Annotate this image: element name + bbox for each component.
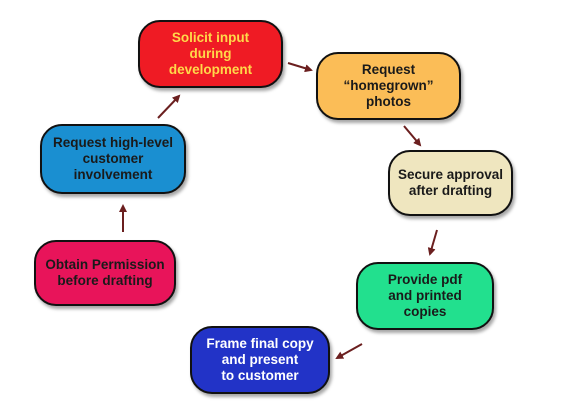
arrow-involve-to-solicit [157, 94, 181, 119]
node-line: development [168, 62, 253, 77]
node-line: during [189, 46, 232, 61]
node-label: Provide pdf and printed copies [388, 272, 462, 320]
node-provide-copies: Provide pdf and printed copies [356, 262, 494, 330]
node-line: Secure approval [397, 167, 504, 182]
node-request-photos: Request “homegrown” photos [316, 52, 461, 120]
node-line: copies [403, 304, 447, 319]
node-line: Solicit input [171, 30, 250, 45]
node-label: Secure approval after drafting [398, 167, 503, 199]
arrow-provide-to-frame [335, 343, 363, 359]
node-label: Frame final copy and present to customer [206, 336, 313, 384]
arrow-solicit-to-photos [287, 62, 313, 73]
node-line: involvement [73, 167, 153, 182]
node-line: photos [366, 94, 411, 109]
node-label: Request “homegrown” photos [344, 62, 434, 110]
node-label: Solicit input during development [169, 30, 252, 78]
node-line: Obtain Permission [45, 257, 165, 272]
node-line: Frame final copy [206, 336, 314, 351]
node-label: Request high-level customer involvement [53, 135, 173, 183]
node-secure-approval: Secure approval after drafting [388, 150, 513, 216]
node-line: Request [361, 62, 416, 77]
node-frame-final-copy: Frame final copy and present to customer [190, 326, 330, 394]
node-solicit-input: Solicit input during development [138, 20, 283, 88]
arrow-photos-to-secure [403, 125, 422, 147]
node-line: after drafting [408, 183, 493, 198]
node-line: “homegrown” [343, 78, 434, 93]
node-line: and present [221, 352, 299, 367]
node-line: and printed [388, 288, 462, 303]
node-line: before drafting [57, 273, 153, 288]
node-line: to customer [221, 368, 299, 383]
node-obtain-permission: Obtain Permission before drafting [34, 240, 176, 306]
node-line: Provide pdf [387, 272, 463, 287]
node-line: Request high-level [52, 135, 174, 150]
node-line: customer [82, 151, 144, 166]
node-customer-involvement: Request high-level customer involvement [40, 124, 186, 194]
arrow-secure-to-provide [427, 229, 438, 256]
node-label: Obtain Permission before drafting [45, 257, 164, 289]
